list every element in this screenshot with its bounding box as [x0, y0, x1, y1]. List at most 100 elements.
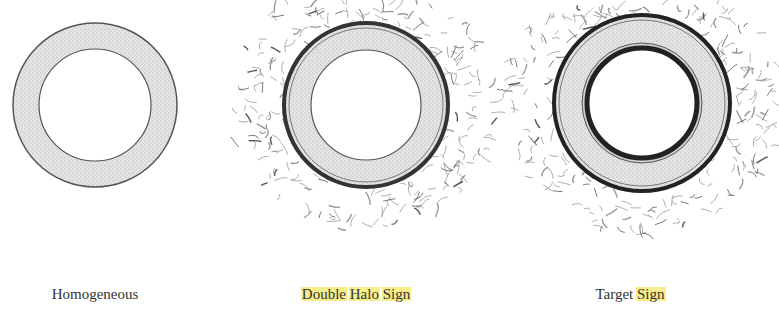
halo-strand: [554, 183, 559, 187]
halo-strand: [546, 13, 551, 25]
halo-strand: [338, 228, 346, 230]
halo-strand: [524, 129, 530, 132]
halo-strand: [756, 169, 758, 174]
halo-strand: [456, 58, 463, 61]
halo-strand: [304, 5, 313, 8]
halo-strand: [759, 70, 762, 78]
halo-strand: [542, 137, 544, 144]
halo-strand: [738, 25, 741, 34]
target-ring: [554, 15, 730, 191]
halo-strand: [618, 227, 625, 233]
halo-strand: [270, 137, 271, 145]
halo-strand: [327, 13, 329, 24]
halo-strand: [468, 37, 475, 42]
halo-strand: [515, 60, 517, 67]
halo-strand: [728, 8, 734, 14]
halo-strand: [265, 130, 268, 138]
halo-strand: [274, 170, 277, 176]
halo-strand: [629, 8, 642, 11]
halo-strand: [272, 15, 284, 17]
halo-strand: [534, 57, 536, 62]
halo-strand: [245, 99, 257, 103]
halo-strand: [291, 179, 302, 181]
halo-strand: [443, 186, 447, 190]
halo-strand: [744, 23, 748, 27]
halo-strand: [477, 70, 479, 81]
halo-strand: [445, 171, 452, 183]
halo-strand: [727, 18, 736, 25]
halo-strand: [391, 220, 397, 224]
halo-strand: [736, 146, 741, 154]
halo-strand: [448, 18, 454, 19]
halo-strand: [749, 53, 750, 63]
halo-strand: [254, 85, 256, 92]
halo-strand: [300, 27, 309, 37]
halo-strand: [414, 193, 423, 200]
halo-strand: [274, 178, 288, 181]
halo-strand: [480, 155, 491, 163]
halo-strand: [719, 16, 731, 18]
halo-strand: [592, 220, 598, 222]
halo-strand: [602, 219, 607, 228]
halo-strand: [406, 27, 412, 29]
halo-strand: [414, 208, 420, 215]
halo-strand: [425, 35, 431, 37]
halo-strand: [330, 217, 336, 219]
halo-strand: [262, 82, 264, 93]
halo-strand: [581, 15, 586, 25]
halo-strand: [414, 190, 419, 195]
halo-strand: [455, 113, 457, 122]
halo-strand: [727, 64, 738, 73]
halo-strand: [248, 70, 258, 72]
halo-strand: [244, 46, 248, 50]
halo-strand: [640, 223, 642, 234]
halo-strand: [269, 58, 271, 68]
halo-strand: [272, 15, 276, 20]
halo-strand: [472, 107, 476, 111]
halo-strand: [606, 209, 617, 216]
halo-strand: [511, 108, 519, 111]
halo-strand: [542, 34, 547, 44]
halo-strand: [462, 22, 467, 24]
halo-strand: [623, 217, 632, 220]
halo-strand: [478, 79, 480, 85]
halo-strand: [382, 0, 384, 12]
halo-strand: [389, 0, 398, 5]
halo-strand: [413, 22, 424, 30]
halo-strand: [339, 0, 345, 4]
halo-strand: [421, 199, 429, 206]
halo-strand: [574, 13, 575, 22]
halo-strand: [589, 212, 594, 214]
halo-strand: [551, 13, 554, 18]
halo-strand: [324, 25, 330, 28]
halo-strand: [342, 11, 347, 12]
halo-strand: [458, 187, 461, 192]
halo-strand: [543, 185, 554, 192]
halo-strand: [428, 188, 436, 189]
halo-strand: [300, 183, 309, 191]
halo-strand: [421, 21, 429, 26]
halo-strand: [739, 179, 743, 190]
halo-strand: [454, 46, 464, 48]
halo-strand: [681, 202, 689, 204]
halo-strand: [373, 8, 383, 13]
halo-strand: [583, 184, 589, 186]
halo-strand: [408, 186, 410, 195]
halo-strand: [458, 66, 471, 71]
halo-strand: [454, 83, 460, 84]
halo-strand: [489, 78, 495, 88]
halo-strand: [411, 181, 413, 186]
halo-strand: [547, 78, 553, 80]
halo-strand: [491, 112, 505, 114]
halo-strand: [774, 62, 779, 72]
halo-strand: [760, 113, 766, 116]
halo-strand: [453, 182, 463, 187]
halo-strand: [523, 64, 527, 75]
halo-strand: [504, 75, 516, 80]
halo-strand: [557, 182, 570, 185]
sign-label: Double Halo Sign: [302, 285, 410, 303]
halo-strand: [718, 40, 723, 48]
halo-strand: [329, 206, 340, 208]
halo-strand: [720, 48, 723, 58]
halo-strand: [282, 61, 284, 74]
